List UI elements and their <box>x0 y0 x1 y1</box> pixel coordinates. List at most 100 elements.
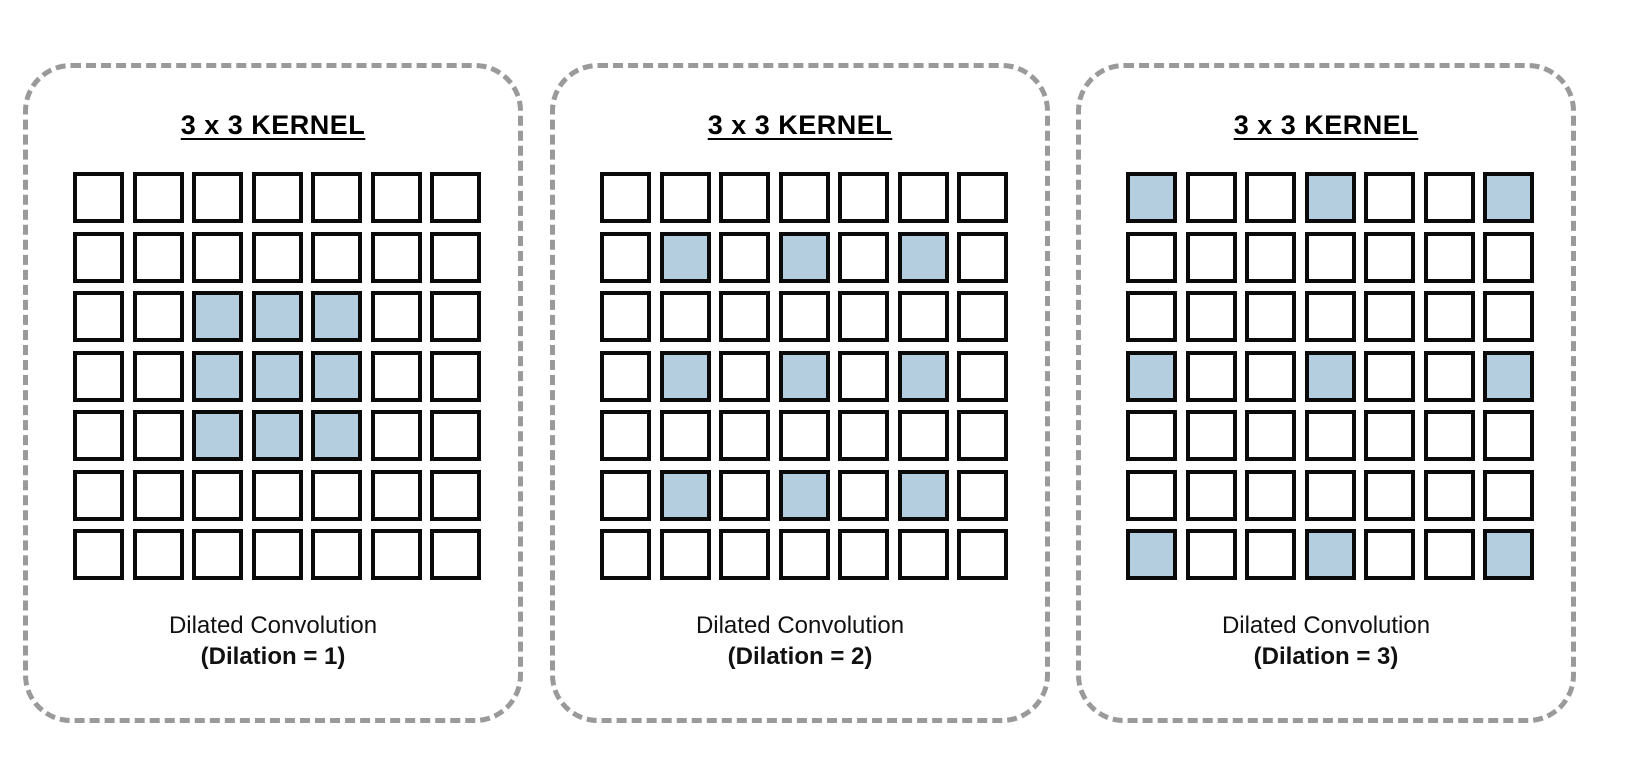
grid-cell <box>838 291 889 342</box>
grid-cell <box>600 291 651 342</box>
grid-cell <box>251 231 303 283</box>
grid-cell <box>1364 172 1415 223</box>
grid-cell <box>192 469 243 521</box>
grid-cell <box>600 172 651 223</box>
grid-cell <box>600 469 651 521</box>
grid-cell <box>719 231 770 283</box>
kernel-cell-active <box>897 350 949 402</box>
grid-cell <box>132 350 184 402</box>
panel-caption: Dilated Convolution (Dilation = 1) <box>28 610 518 672</box>
kernel-cell-active <box>659 350 711 402</box>
grid-cell <box>659 410 711 461</box>
grid-cell <box>1245 291 1296 342</box>
grid-cell <box>1245 529 1296 580</box>
grid-cell <box>1185 172 1237 223</box>
grid-cell <box>430 529 481 580</box>
grid-cell <box>719 350 770 402</box>
kernel-grid <box>73 172 481 580</box>
grid-cell <box>1304 410 1356 461</box>
grid-cell <box>132 469 184 521</box>
kernel-cell-active <box>311 350 362 402</box>
caption-dilation: (Dilation = 3) <box>1253 643 1399 670</box>
grid-cell <box>1364 469 1415 521</box>
kernel-cell-active <box>251 291 303 342</box>
grid-cell <box>73 529 124 580</box>
panel-title: 3 x 3 KERNEL <box>1233 110 1419 140</box>
kernel-grid <box>1126 172 1534 580</box>
grid-cell <box>838 529 889 580</box>
grid-cell <box>430 350 481 402</box>
grid-cell <box>370 291 422 342</box>
grid-cell <box>430 172 481 223</box>
caption-label: Dilated Convolution <box>695 612 905 639</box>
grid-cell <box>370 529 422 580</box>
grid-cell <box>897 291 949 342</box>
kernel-panel-dilation-3: 3 x 3 KERNEL Dilated Convolution (Dilati… <box>1076 63 1576 723</box>
grid-cell <box>1423 529 1475 580</box>
grid-cell <box>1364 350 1415 402</box>
kernel-cell-active <box>192 291 243 342</box>
grid-cell <box>778 410 830 461</box>
grid-cell <box>311 529 362 580</box>
grid-cell <box>1423 231 1475 283</box>
grid-cell <box>778 172 830 223</box>
kernel-cell-active <box>1304 350 1356 402</box>
grid-cell <box>430 291 481 342</box>
grid-cell <box>897 410 949 461</box>
grid-cell <box>957 529 1008 580</box>
grid-cell <box>1185 529 1237 580</box>
grid-cell <box>192 172 243 223</box>
kernel-cell-active <box>251 350 303 402</box>
grid-cell <box>957 350 1008 402</box>
grid-cell <box>1126 410 1177 461</box>
grid-cell <box>957 231 1008 283</box>
kernel-cell-active <box>1483 350 1534 402</box>
grid-cell <box>73 410 124 461</box>
grid-cell <box>719 410 770 461</box>
grid-cell <box>1245 172 1296 223</box>
grid-cell <box>659 172 711 223</box>
grid-cell <box>311 231 362 283</box>
caption-label: Dilated Convolution <box>1221 612 1431 639</box>
grid-cell <box>370 410 422 461</box>
grid-cell <box>719 172 770 223</box>
grid-cell <box>1364 410 1415 461</box>
kernel-cell-active <box>897 469 949 521</box>
grid-cell <box>1245 469 1296 521</box>
grid-cell <box>1364 529 1415 580</box>
grid-cell <box>600 231 651 283</box>
grid-cell <box>1304 469 1356 521</box>
grid-cell <box>430 410 481 461</box>
caption-label: Dilated Convolution <box>168 612 378 639</box>
panel-caption: Dilated Convolution (Dilation = 2) <box>555 610 1045 672</box>
grid-cell <box>600 529 651 580</box>
grid-cell <box>957 291 1008 342</box>
grid-cell <box>778 291 830 342</box>
kernel-cell-active <box>192 410 243 461</box>
grid-cell <box>1364 231 1415 283</box>
grid-cell <box>659 291 711 342</box>
grid-cell <box>600 350 651 402</box>
grid-cell <box>370 469 422 521</box>
grid-cell <box>430 231 481 283</box>
grid-cell <box>370 172 422 223</box>
kernel-cell-active <box>1483 172 1534 223</box>
kernel-cell-active <box>1126 172 1177 223</box>
kernel-cell-active <box>251 410 303 461</box>
kernel-panel-dilation-1: 3 x 3 KERNEL Dilated Convolution (Dilati… <box>23 63 523 723</box>
grid-cell <box>957 469 1008 521</box>
grid-cell <box>1304 291 1356 342</box>
kernel-cell-active <box>311 291 362 342</box>
grid-cell <box>1364 291 1415 342</box>
grid-cell <box>897 172 949 223</box>
grid-cell <box>132 231 184 283</box>
grid-cell <box>1185 410 1237 461</box>
grid-cell <box>957 410 1008 461</box>
grid-cell <box>1245 350 1296 402</box>
grid-cell <box>1423 172 1475 223</box>
grid-cell <box>192 231 243 283</box>
kernel-cell-active <box>659 469 711 521</box>
kernel-cell-active <box>778 350 830 402</box>
grid-cell <box>73 231 124 283</box>
kernel-cell-active <box>1304 172 1356 223</box>
